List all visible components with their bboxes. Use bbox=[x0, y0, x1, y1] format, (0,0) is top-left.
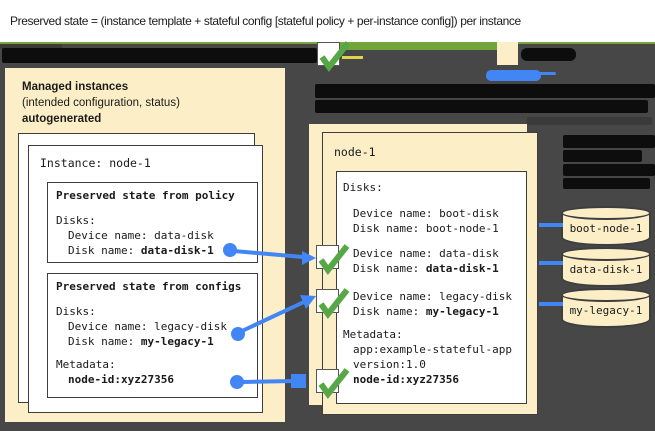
redacted-text-bar bbox=[563, 135, 655, 148]
vm-boot-device: Device name: boot-disk bbox=[353, 207, 499, 220]
disk-cylinder-data: data-disk-1 bbox=[561, 247, 651, 287]
redacted-text-bar bbox=[521, 48, 576, 61]
managed-panel-subtitle: (intended configuration, status) bbox=[22, 97, 180, 109]
vm-metadata-bold: node-id:xyz27356 bbox=[353, 373, 459, 386]
managed-panel-title: Managed instances bbox=[22, 81, 129, 93]
disk-cylinder-legacy: my-legacy-1 bbox=[561, 288, 651, 328]
redacted-text-bar bbox=[563, 164, 655, 176]
legend-checkbox bbox=[317, 41, 351, 73]
vm-data-device: Device name: data-disk bbox=[353, 247, 499, 260]
vm-boot-disk: Disk name: boot-node-1 bbox=[353, 222, 499, 235]
disk-cylinder-boot: boot-node-1 bbox=[561, 206, 651, 246]
instance-card-title: Instance: node-1 bbox=[40, 156, 151, 170]
configs-box-title: Preserved state from configs bbox=[56, 280, 242, 293]
configs-device-line: Device name: legacy-disk bbox=[68, 320, 227, 333]
redacted-text-bar bbox=[563, 150, 642, 162]
yellow-highlight-line bbox=[342, 56, 363, 59]
policy-disk-line: Disk name: data-disk-1 bbox=[68, 244, 214, 257]
configs-disks-label: Disks: bbox=[56, 305, 96, 318]
vm-metadata-line1: app:example-stateful-app bbox=[353, 343, 512, 356]
policy-device-line: Device name: data-disk bbox=[68, 229, 214, 242]
redacted-text-bar bbox=[563, 178, 650, 189]
vm-metadata-line2: version:1.0 bbox=[353, 358, 426, 371]
vm-legacy-disk: Disk name: my-legacy-1 bbox=[353, 305, 499, 318]
disk-label: boot-node-1 bbox=[569, 222, 643, 235]
vm-panel-title: node-1 bbox=[334, 145, 376, 159]
policy-box-title: Preserved state from policy bbox=[56, 189, 235, 202]
configs-state-box bbox=[47, 273, 258, 398]
managed-panel-subtitle2: autogenerated bbox=[22, 113, 102, 125]
data-disk-checkbox bbox=[316, 244, 350, 276]
redacted-text-bar bbox=[315, 100, 648, 113]
vm-metadata-label: Metadata: bbox=[343, 328, 403, 341]
vm-disks-label: Disks: bbox=[343, 181, 383, 194]
policy-disks-label: Disks: bbox=[56, 214, 96, 227]
configs-metadata-label: Metadata: bbox=[56, 358, 116, 371]
checkmark-icon bbox=[318, 244, 350, 276]
redacted-blue-scribble bbox=[530, 72, 556, 75]
connector-square bbox=[291, 374, 306, 388]
redacted-blue-scribble bbox=[486, 70, 541, 81]
node-id-checkbox bbox=[316, 368, 350, 400]
vm-data-disk: Disk name: data-disk-1 bbox=[353, 262, 499, 275]
disk-label: my-legacy-1 bbox=[569, 304, 643, 317]
green-arrow-line bbox=[340, 44, 498, 50]
configs-metadata-value: node-id:xyz27356 bbox=[68, 373, 174, 386]
redacted-text-bar bbox=[0, 44, 62, 49]
checkmark-icon bbox=[318, 368, 350, 400]
redacted-text-bar bbox=[527, 117, 652, 125]
disk-label: data-disk-1 bbox=[569, 263, 643, 276]
redacted-text-bar bbox=[315, 84, 655, 98]
vm-legacy-device: Device name: legacy-disk bbox=[353, 290, 512, 303]
banner-text: Preserved state = (instance template + s… bbox=[10, 14, 521, 28]
legend-swatch bbox=[497, 42, 518, 65]
vm-state-box bbox=[336, 171, 527, 404]
legacy-disk-checkbox bbox=[316, 288, 350, 320]
policy-state-box bbox=[47, 182, 258, 263]
redacted-text-bar bbox=[2, 48, 317, 63]
configs-disk-line: Disk name: my-legacy-1 bbox=[68, 335, 214, 348]
checkmark-icon bbox=[318, 288, 350, 320]
checkmark-icon bbox=[319, 41, 351, 73]
